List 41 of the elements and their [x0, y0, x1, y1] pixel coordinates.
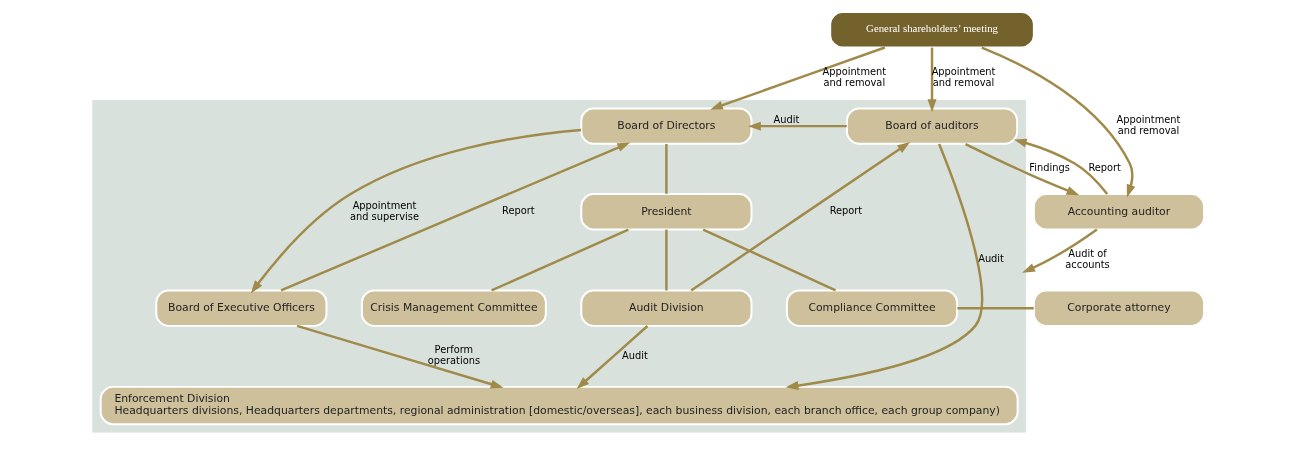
arrow: [981, 46, 1136, 198]
node-box: President: [580, 193, 753, 231]
arrow: [1022, 228, 1098, 273]
edge-label: Report: [1088, 162, 1121, 174]
node-box: Enforcement Division Headquarters divisions, Headquarters departments, regional administration [domestic/overseas], each business division, each branch office, each group company): [99, 385, 1019, 426]
arrow: [748, 121, 847, 131]
connector: [665, 229, 668, 291]
edge-label: Appointment and removal: [822, 65, 887, 88]
arrow: [1013, 138, 1109, 195]
node-box: General shareholders’ meeting: [829, 11, 1035, 49]
connector: [702, 228, 837, 292]
node-box: Crisis Management Committee: [360, 289, 547, 327]
arrow: [965, 142, 1080, 196]
edge-label: Report: [829, 205, 863, 217]
connector: [665, 144, 668, 194]
arrow: [785, 143, 984, 390]
edge-label: Findings: [1029, 162, 1070, 174]
node-box: Accounting auditor: [1032, 193, 1206, 231]
edge-label: Report: [502, 205, 535, 217]
arrow: [690, 141, 911, 292]
arrow: [927, 47, 937, 113]
edge-label: Audit: [978, 253, 1004, 265]
edge-label: Audit: [773, 114, 800, 126]
edge-label: Perform operations: [427, 344, 481, 367]
edge-label: Appointment and supervise: [350, 199, 420, 222]
arrow: [296, 324, 504, 389]
edge-label: Appointment and removal: [1116, 114, 1181, 137]
connector: [491, 228, 629, 292]
arrow: [710, 46, 886, 110]
arrow: [280, 142, 631, 292]
node-box: Corporate attorney: [1032, 289, 1206, 327]
connector: [957, 306, 1034, 310]
edge-label: Audit: [622, 349, 648, 361]
arrow: [250, 128, 582, 294]
node-box: Board of Executive Officers: [155, 289, 328, 327]
arrow: [576, 325, 649, 390]
node-box: Board of Directors: [580, 107, 753, 145]
node-box: Compliance Committee: [785, 289, 959, 327]
node-box: Board of auditors: [845, 107, 1019, 145]
edge-label: Audit of accounts: [1065, 247, 1110, 270]
node-box: Audit Division: [580, 289, 753, 327]
